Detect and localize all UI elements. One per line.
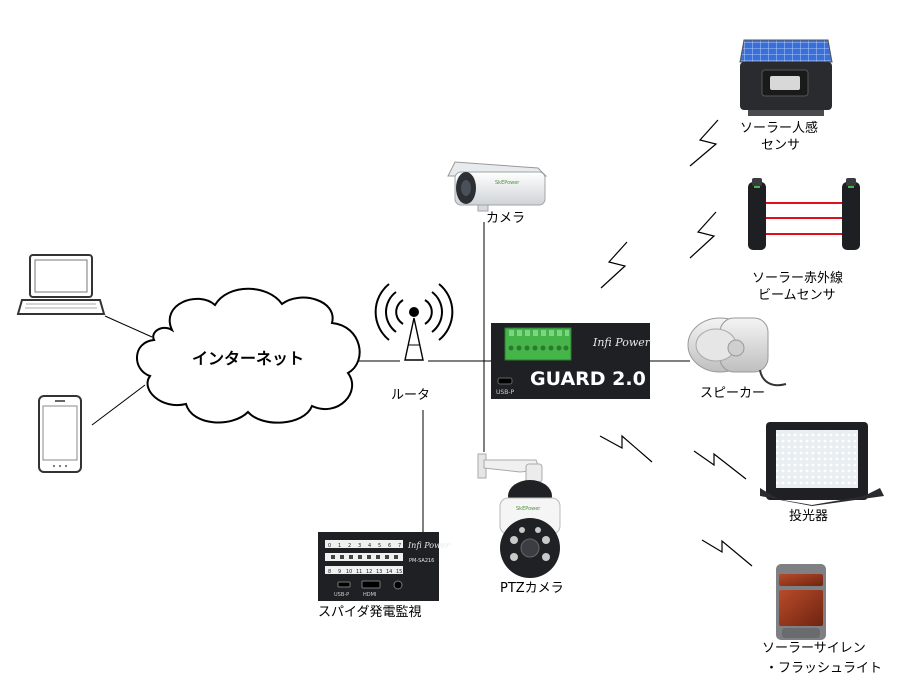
spider-ch-6: 6 (388, 543, 391, 549)
wireless-signal-floodlight (693, 450, 747, 480)
wireless-signal-beam-sensor (689, 211, 717, 259)
smartphone-icon (38, 395, 82, 473)
wireless-signal-guard-lower (599, 434, 653, 463)
guard-unit: USB-P GUARD 2.0 Infi Power (491, 323, 651, 399)
spider-label: スパイダ発電監視 (318, 605, 422, 620)
siren-icon (776, 564, 826, 640)
internet-label: インターネット (192, 349, 305, 368)
spider-ch-3: 3 (358, 543, 361, 549)
spider-hdmi-label: HDMI (363, 592, 376, 598)
guard-port-label: USB-P (496, 389, 514, 396)
spider-ch-2: 2 (348, 543, 351, 549)
beam-sensor-icon (748, 178, 860, 250)
spider-ch-13: 13 (376, 569, 382, 575)
floodlight-label: 投光器 (789, 509, 829, 524)
spider-ch-0: 0 (328, 543, 331, 549)
spider-model: PM-SA216 (409, 558, 434, 564)
spider-ch-14: 14 (386, 569, 392, 575)
spider-ch-8: 8 (328, 569, 331, 575)
wireless-signals (599, 119, 753, 567)
spider-monitor-unit: 0 1 2 3 4 5 6 7 8 9 10 11 12 13 14 15 In… (318, 532, 451, 601)
speaker-label: スピーカー (700, 386, 766, 401)
ptz-camera-icon: SkEPower (477, 453, 561, 578)
laptop-link (104, 315, 153, 338)
spider-ch-10: 10 (346, 569, 352, 575)
ptz-camera-label: PTZカメラ (500, 581, 564, 596)
wireless-signal-solar-sensor (689, 119, 719, 167)
beam-sensor-label-line2: ビームセンサ (758, 288, 836, 303)
bullet-camera-icon: SkEPower (447, 161, 548, 212)
camera-label: カメラ (486, 211, 526, 226)
spider-ch-11: 11 (356, 569, 362, 575)
router-icon (374, 283, 454, 361)
wireless-signal-guard (600, 241, 628, 289)
guard-brand: Infi Power (592, 336, 651, 349)
laptop-icon (16, 254, 106, 315)
guard-name: GUARD 2.0 (530, 368, 646, 390)
spider-brand: Infi Power (407, 541, 451, 550)
spider-ch-7: 7 (398, 543, 401, 549)
spider-usb-label: USB-P (334, 592, 349, 598)
internet-cloud (136, 287, 361, 424)
phone-link (91, 384, 146, 426)
camera-brand: SkEPower (495, 180, 520, 186)
spider-ch-9: 9 (338, 569, 341, 575)
spider-ch-4: 4 (368, 543, 371, 549)
solar-sensor-label-line2: センサ (761, 138, 801, 153)
siren-label-line2: ・フラッシュライト (765, 661, 883, 676)
ptz-brand: SkEPower (516, 506, 541, 512)
solar-motion-sensor-icon (739, 39, 833, 116)
spider-ch-1: 1 (338, 543, 341, 549)
connection-lines (91, 222, 690, 533)
wireless-signal-siren (701, 539, 753, 567)
spider-ch-15: 15 (396, 569, 402, 575)
speaker-icon (687, 317, 787, 387)
spider-ch-5: 5 (378, 543, 381, 549)
spider-ch-12: 12 (366, 569, 372, 575)
floodlight-icon (760, 422, 884, 506)
siren-label-line1: ソーラーサイレン (762, 641, 866, 656)
solar-sensor-label-line1: ソーラー人感 (740, 121, 819, 136)
beam-sensor-label-line1: ソーラー赤外線 (752, 271, 844, 286)
router-label: ルータ (391, 388, 431, 403)
